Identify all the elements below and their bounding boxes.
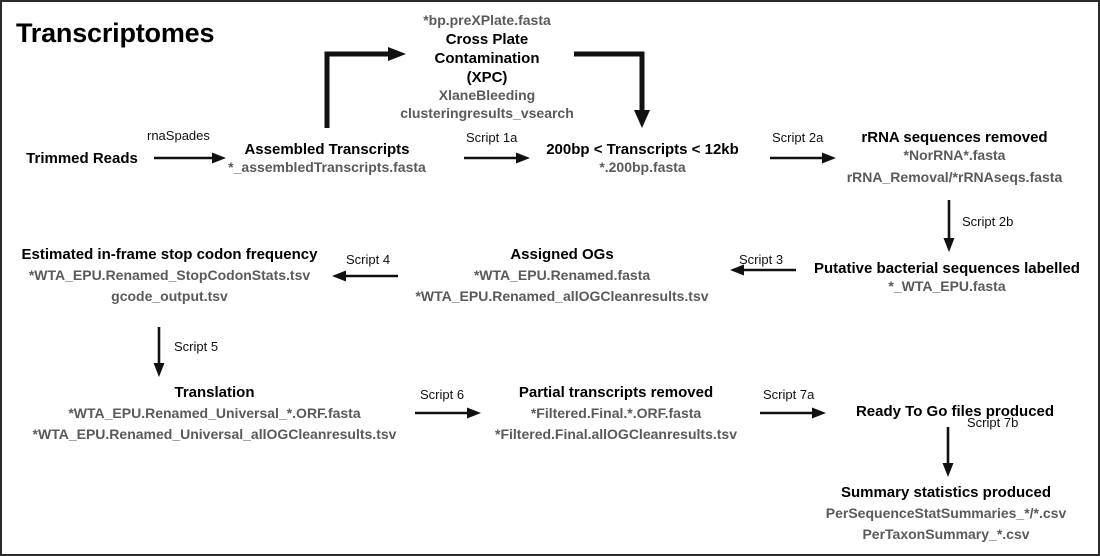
- arrow-xpc-to-size-filter: [574, 51, 650, 128]
- arrow-script1a: [464, 152, 530, 164]
- edge-label-rnaspades: rnaSpades: [147, 128, 210, 143]
- node-stop-codon-file-2: gcode_output.tsv: [111, 288, 228, 305]
- node-size-filter-title: 200bp < Transcripts < 12kb: [546, 141, 739, 158]
- node-partial-transcripts-removed: Partial transcripts removed *Filtered.Fi…: [470, 383, 762, 444]
- node-bacterial-labelled: Putative bacterial sequences labelled *_…: [802, 259, 1092, 296]
- node-xpc-file-2: clusteringresults_vsearch: [400, 105, 574, 122]
- edge-label-script7a: Script 7a: [763, 387, 815, 402]
- edge-label-script5: Script 5: [174, 339, 219, 354]
- edge-label-script3: Script 3: [739, 252, 784, 267]
- arrow-script7a: [760, 407, 826, 419]
- arrow-script4: [332, 270, 398, 282]
- node-rrna-removed-title: rRNA sequences removed: [861, 129, 1048, 146]
- node-xpc-title-line-1: Cross Plate: [445, 30, 529, 48]
- arrow-rnaspades: [154, 152, 226, 164]
- node-assigned-ogs-title: Assigned OGs: [510, 246, 614, 263]
- node-size-filter-file-1: *.200bp.fasta: [599, 159, 686, 176]
- arrow-script7b: [942, 427, 954, 477]
- node-stop-codon-file-1: *WTA_EPU.Renamed_StopCodonStats.tsv: [28, 267, 311, 284]
- node-bacterial-labelled-file-1: *_WTA_EPU.fasta: [888, 278, 1006, 295]
- node-rrna-removed: rRNA sequences removed *NorRNA*.fasta rR…: [832, 128, 1077, 187]
- node-xpc-file-top: *bp.preXPlate.fasta: [423, 12, 551, 28]
- arrow-assembled-to-xpc: [324, 47, 406, 128]
- node-xpc-title-line-2: Contamination: [434, 50, 540, 68]
- node-summary-stats-title: Summary statistics produced: [840, 484, 1052, 501]
- node-stop-codon-frequency: Estimated in-frame stop codon frequency …: [7, 245, 332, 306]
- node-trimmed-reads-title: Trimmed Reads: [26, 150, 138, 167]
- node-ready-to-go-title: Ready To Go files produced: [855, 403, 1055, 420]
- page-title: Transcriptomes: [16, 18, 215, 48]
- edge-label-script4: Script 4: [346, 252, 391, 267]
- arrow-script5: [153, 327, 165, 377]
- edge-label-script2b: Script 2b: [962, 214, 1014, 229]
- edge-label-script7b: Script 7b: [967, 415, 1019, 430]
- arrow-script6: [415, 407, 481, 419]
- arrow-script2a: [770, 152, 836, 164]
- node-size-filter: 200bp < Transcripts < 12kb *.200bp.fasta: [530, 140, 755, 177]
- node-assembled-transcripts-title: Assembled Transcripts: [244, 141, 410, 158]
- node-translation: Translation *WTA_EPU.Renamed_Universal_*…: [7, 383, 422, 444]
- node-translation-file-2: *WTA_EPU.Renamed_Universal_allOGCleanres…: [32, 426, 397, 443]
- node-bacterial-labelled-title: Putative bacterial sequences labelled: [814, 260, 1080, 277]
- node-xpc-title-line-3: (XPC): [466, 69, 508, 87]
- node-assigned-ogs-file-1: *WTA_EPU.Renamed.fasta: [473, 267, 651, 284]
- edge-label-script1a: Script 1a: [466, 130, 518, 145]
- edge-label-script2a: Script 2a: [772, 130, 824, 145]
- node-summary-statistics: Summary statistics produced PerSequenceS…: [802, 483, 1090, 544]
- node-assembled-transcripts-file-1: *_assembledTranscripts.fasta: [228, 159, 426, 176]
- node-assigned-ogs-file-2: *WTA_EPU.Renamed_allOGCleanresults.tsv: [415, 288, 709, 305]
- node-ready-to-go: Ready To Go files produced: [830, 402, 1080, 421]
- node-partial-removed-file-2: *Filtered.Final.allOGCleanresults.tsv: [495, 426, 737, 443]
- node-rrna-removed-file-1: *NorRNA*.fasta: [903, 147, 1006, 164]
- node-translation-file-1: *WTA_EPU.Renamed_Universal_*.ORF.fasta: [68, 405, 361, 422]
- node-partial-removed-file-1: *Filtered.Final.*.ORF.fasta: [530, 405, 702, 422]
- node-translation-title: Translation: [174, 384, 255, 401]
- node-trimmed-reads: Trimmed Reads: [12, 149, 152, 168]
- node-rrna-removed-file-2: rRNA_Removal/*rRNAseqs.fasta: [846, 169, 1063, 186]
- node-partial-removed-title: Partial transcripts removed: [518, 384, 714, 401]
- node-summary-stats-file-2: PerTaxonSummary_*.csv: [862, 526, 1030, 543]
- node-assigned-ogs: Assigned OGs *WTA_EPU.Renamed.fasta *WTA…: [397, 245, 727, 306]
- node-summary-stats-file-1: PerSequenceStatSummaries_*/*.csv: [825, 505, 1067, 522]
- node-xpc-file-1: XlaneBleeding: [438, 87, 536, 104]
- arrow-script3: [730, 264, 796, 276]
- node-stop-codon-title: Estimated in-frame stop codon frequency: [21, 246, 318, 263]
- node-assembled-transcripts: Assembled Transcripts *_assembledTranscr…: [202, 140, 452, 177]
- arrow-script2b: [943, 200, 955, 252]
- node-cross-plate-contamination: *bp.preXPlate.fasta Cross Plate Contamin…: [377, 12, 597, 123]
- edge-label-script6: Script 6: [420, 387, 465, 402]
